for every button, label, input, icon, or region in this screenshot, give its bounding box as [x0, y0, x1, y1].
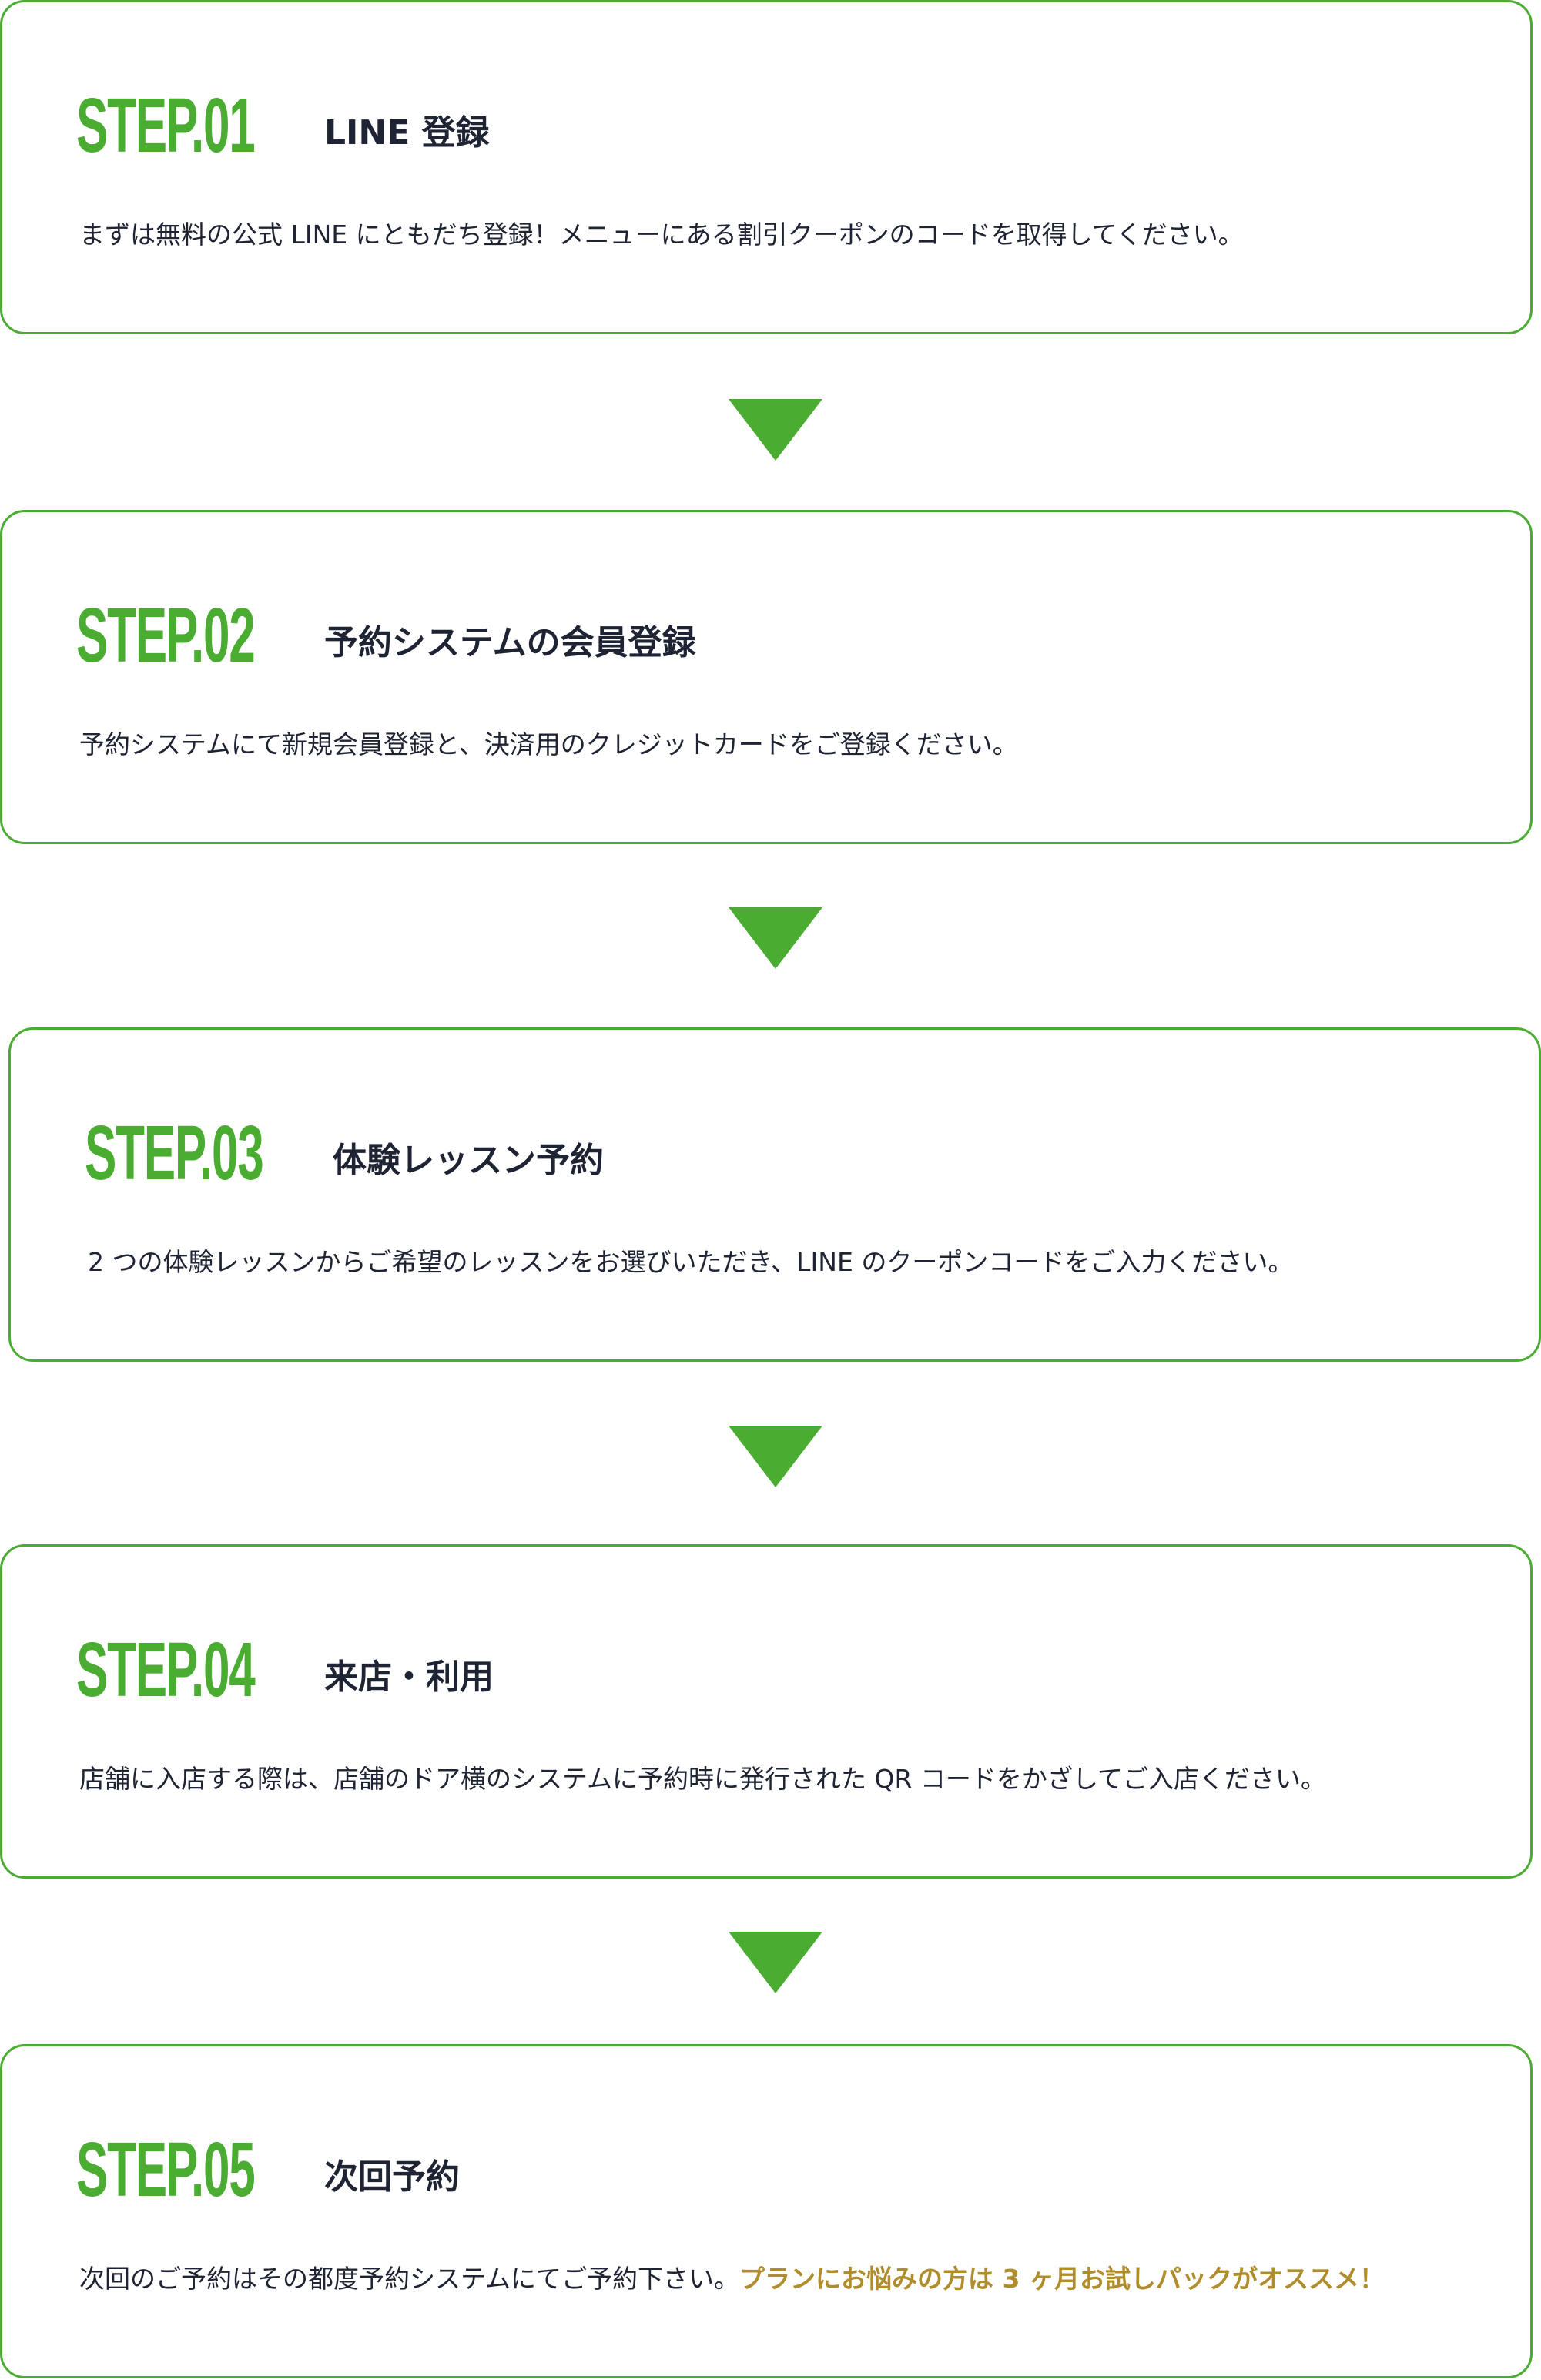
step-title: LINE 登録 — [324, 113, 490, 153]
step-description: 2 つの体験レッスンからご希望のレッスンをお選びいただき、LINE のクーポンコ… — [88, 1247, 1293, 1278]
step-description: 予約システムにて新規会員登録と、決済用のクレジットカードをご登録ください。 — [79, 729, 1018, 760]
step-label: STEP.04 — [76, 1627, 256, 1713]
step-description-text: まずは無料の公式 LINE にともだち登録！メニューにある割引クーポンのコードを… — [79, 220, 1244, 250]
step-description-text: 予約システムにて新規会員登録と、決済用のクレジットカードをご登録ください。 — [79, 729, 1018, 759]
step-description-text: 2 つの体験レッスンからご希望のレッスンをお選びいただき、LINE のクーポンコ… — [88, 1247, 1294, 1277]
triangle-down-icon — [729, 1426, 822, 1487]
step-label: STEP.01 — [76, 82, 256, 169]
triangle-down-icon — [729, 399, 822, 461]
step-description: 次回のご予約はその都度予約システムにてご予約下さい。プランにお悩みの方は 3 ヶ… — [79, 2264, 1385, 2295]
step-description-text: 次回のご予約はその都度予約システムにてご予約下さい。 — [79, 2264, 740, 2294]
step-label: STEP.03 — [85, 1110, 264, 1196]
step-description: まずは無料の公式 LINE にともだち登録！メニューにある割引クーポンのコードを… — [79, 220, 1244, 250]
triangle-down-icon — [729, 1932, 822, 1993]
step-title: 来店・利用 — [324, 1658, 494, 1697]
plan-recommendation-highlight: プランにお悩みの方は 3 ヶ月お試しパックがオススメ！ — [739, 2264, 1385, 2294]
step-title: 体験レッスン予約 — [333, 1141, 604, 1180]
step-card-03: STEP.03 体験レッスン予約 2 つの体験レッスンからご希望のレッスンをお選… — [8, 1027, 1541, 1362]
step-description-text: 店舗に入店する際は、店舗のドア横のシステムに予約時に発行された QR コードをか… — [79, 1764, 1326, 1794]
step-label: STEP.05 — [76, 2127, 256, 2213]
step-label: STEP.02 — [76, 592, 256, 679]
step-description: 店舗に入店する際は、店舗のドア横のシステムに予約時に発行された QR コードをか… — [79, 1764, 1326, 1795]
step-card-01: STEP.01 LINE 登録 まずは無料の公式 LINE にともだち登録！メニ… — [0, 0, 1533, 334]
triangle-down-icon — [729, 907, 822, 969]
step-title: 予約システムの会員登録 — [324, 623, 696, 662]
step-card-02: STEP.02 予約システムの会員登録 予約システムにて新規会員登録と、決済用の… — [0, 510, 1533, 844]
step-card-04: STEP.04 来店・利用 店舗に入店する際は、店舗のドア横のシステムに予約時に… — [0, 1544, 1533, 1879]
step-card-05: STEP.05 次回予約 次回のご予約はその都度予約システムにてご予約下さい。プ… — [0, 2044, 1533, 2378]
step-title: 次回予約 — [324, 2157, 460, 2197]
